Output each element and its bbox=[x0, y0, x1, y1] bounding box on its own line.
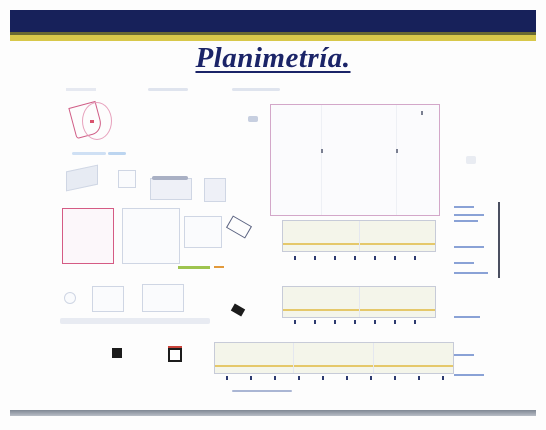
legend-row bbox=[454, 246, 484, 248]
site-plan-arc bbox=[82, 102, 112, 140]
strip-divider bbox=[359, 287, 360, 317]
plan-mark bbox=[421, 111, 423, 115]
detail-grid-2 bbox=[122, 208, 180, 264]
orange-mark bbox=[214, 266, 224, 268]
detail-sketch-1 bbox=[66, 164, 98, 192]
legend-row bbox=[454, 272, 488, 274]
detail-box bbox=[142, 284, 184, 312]
strip-1-ticks bbox=[284, 256, 434, 262]
section-solid bbox=[112, 348, 122, 358]
legend-row bbox=[454, 316, 480, 318]
detail-solid bbox=[230, 303, 246, 317]
detail-grid bbox=[62, 208, 114, 264]
main-floor-plan bbox=[270, 104, 440, 216]
detail-box bbox=[92, 286, 124, 312]
site-marker bbox=[90, 120, 94, 123]
plan-mark bbox=[321, 149, 323, 153]
detail-circle bbox=[64, 292, 76, 304]
detail-grid-3 bbox=[184, 216, 222, 248]
legend-row bbox=[454, 220, 478, 222]
grid-line bbox=[321, 105, 322, 215]
note-line bbox=[108, 152, 126, 155]
footer-band bbox=[10, 410, 536, 416]
section-strip-3 bbox=[214, 342, 454, 374]
section-drawing-2 bbox=[204, 178, 226, 202]
plan-mark bbox=[396, 149, 398, 153]
strip-divider bbox=[359, 221, 360, 251]
detail-sketch-2 bbox=[118, 170, 136, 188]
strip-3-ticks bbox=[216, 376, 452, 382]
detail-table bbox=[60, 318, 210, 324]
legend-row bbox=[454, 354, 474, 356]
site-label bbox=[66, 88, 96, 91]
section-box-top bbox=[168, 346, 182, 348]
header-accent-band bbox=[10, 32, 536, 41]
strip-2-ticks bbox=[284, 320, 434, 326]
slide-title: Planimetría. bbox=[195, 42, 351, 74]
strip-ground-line bbox=[215, 365, 453, 367]
header-band bbox=[10, 10, 536, 32]
legend-divider bbox=[498, 202, 500, 278]
legend-row bbox=[454, 374, 484, 376]
legend-row bbox=[454, 206, 474, 208]
green-bar bbox=[178, 266, 210, 269]
plan-side-note bbox=[466, 156, 476, 164]
legend-row bbox=[454, 214, 484, 216]
note-line bbox=[72, 152, 106, 155]
legend-row bbox=[454, 262, 474, 264]
section-strip-1 bbox=[282, 220, 436, 252]
strip-divider bbox=[373, 343, 374, 373]
section-drawing bbox=[150, 178, 192, 200]
section-roof bbox=[152, 176, 188, 180]
section-strip-2 bbox=[282, 286, 436, 318]
legend-panel bbox=[450, 206, 500, 378]
strip-divider bbox=[293, 343, 294, 373]
scale-label bbox=[232, 390, 292, 392]
plan-side-note bbox=[248, 116, 258, 122]
section-box bbox=[168, 348, 182, 362]
grid-line bbox=[396, 105, 397, 215]
legend-block-1 bbox=[148, 88, 188, 91]
floor-plan-drawing bbox=[52, 80, 500, 398]
detail-figure bbox=[225, 215, 253, 239]
legend-block-2 bbox=[232, 88, 280, 91]
